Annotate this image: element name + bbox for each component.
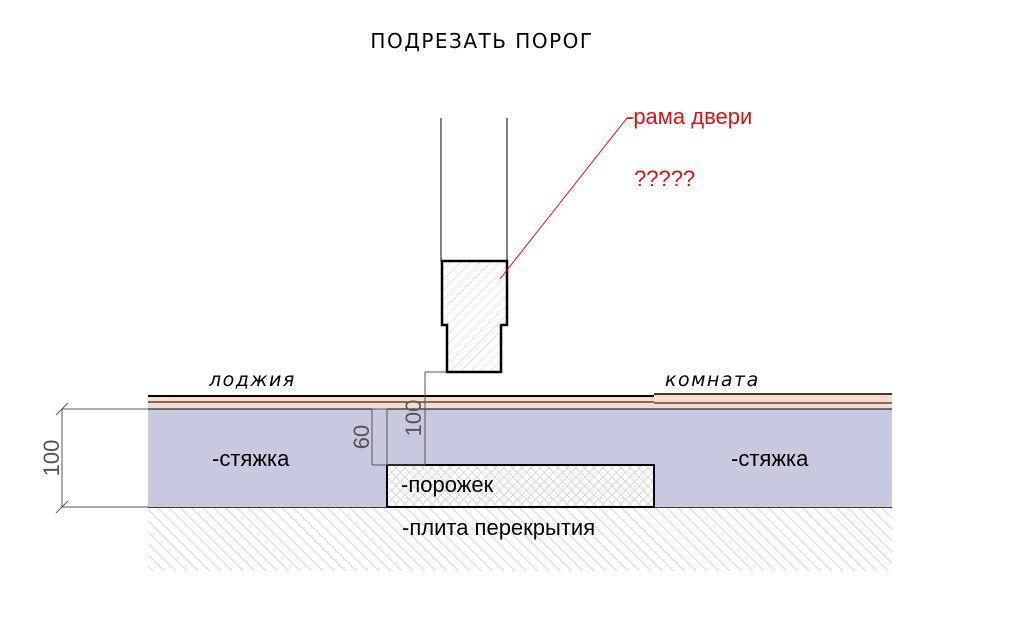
- frame-leader-line: [499, 117, 628, 280]
- dimension-center: 100: [401, 371, 447, 465]
- dimension-left: 100: [39, 402, 148, 514]
- floor-slab: [148, 507, 892, 571]
- frame-label: -рама двери: [626, 104, 752, 129]
- door-frame-profile: [440, 259, 509, 374]
- finish-layer-right: [654, 394, 892, 409]
- threshold-hatch: [388, 466, 653, 506]
- question-label: ?????: [634, 166, 695, 191]
- dimension-center-value: 100: [401, 400, 426, 437]
- slab-label: -плита перекрытия: [402, 515, 595, 540]
- screed-label-left: -стяжка: [212, 446, 290, 471]
- loggia-label: лоджия: [208, 369, 296, 391]
- dimension-threshold: 60: [349, 408, 425, 466]
- threshold-label: -порожек: [401, 472, 494, 497]
- screed-label-right: -стяжка: [731, 446, 809, 471]
- dimension-left-value: 100: [39, 440, 64, 477]
- room-label: комната: [665, 369, 760, 391]
- finish-layer-left: [148, 397, 654, 409]
- dimension-threshold-value: 60: [349, 425, 374, 449]
- drawing-title: ПОДРЕЗАТЬ ПОРОГ: [370, 29, 593, 53]
